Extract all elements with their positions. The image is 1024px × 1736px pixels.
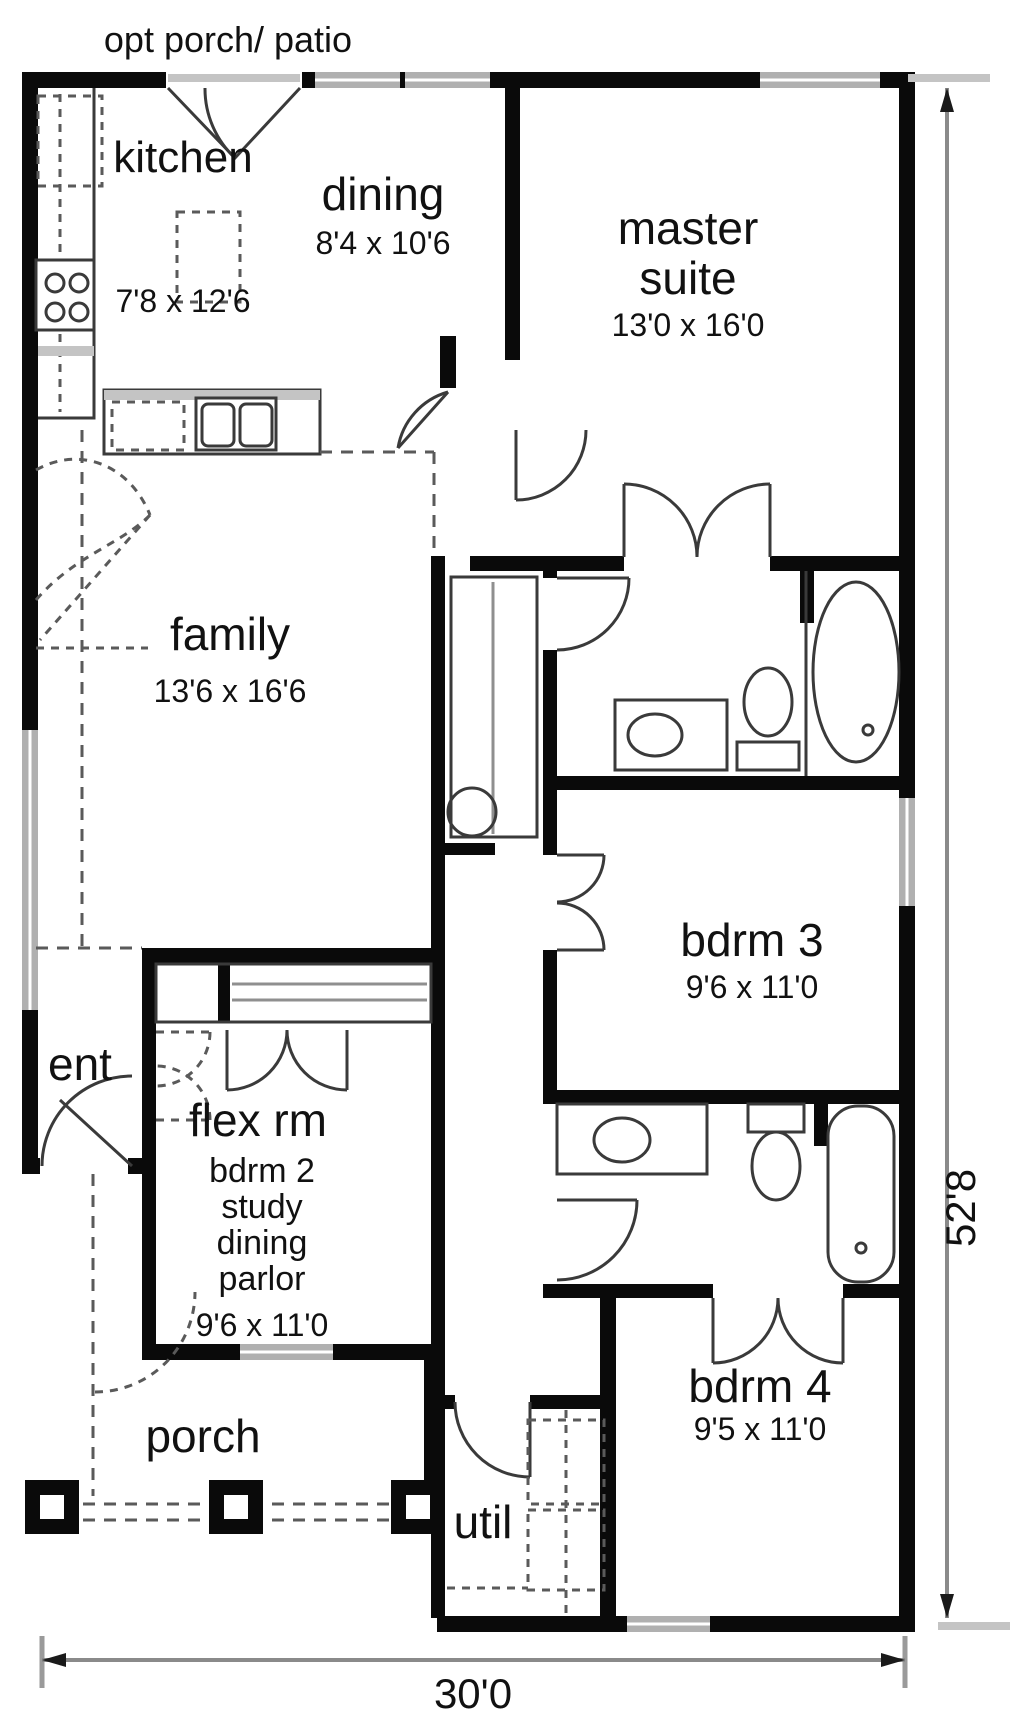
- bdrm3-label: bdrm 3: [680, 914, 823, 966]
- ent-label: ent: [48, 1038, 112, 1090]
- labels: opt porch/ patio kitchen 7'8 x 12'6 dini…: [48, 19, 984, 1717]
- porch-door-threshold: [168, 74, 300, 82]
- water-heater: [446, 786, 498, 838]
- flex-alt-3: dining: [217, 1224, 308, 1262]
- util-fixtures: [447, 1410, 606, 1616]
- flex-alt-2: study: [221, 1188, 302, 1226]
- flex-alt-4: parlor: [219, 1260, 306, 1298]
- dryer: [526, 1508, 606, 1592]
- bath2-toilet: [750, 1130, 802, 1202]
- flex-label: flex rm: [189, 1094, 327, 1146]
- dimension-lines: [39, 74, 1010, 1688]
- dashed-guides: [34, 430, 436, 1496]
- kitchen-sink: [194, 396, 278, 452]
- master-tub: [811, 580, 901, 764]
- width-dimension-label: 30'0: [434, 1670, 512, 1717]
- kitchen-island: [175, 210, 242, 304]
- dining-label: dining: [322, 168, 445, 220]
- util-label: util: [454, 1496, 513, 1548]
- height-dimension-label: 52'8: [937, 1169, 984, 1247]
- bdrm4-dims: 9'5 x 11'0: [694, 1411, 827, 1447]
- flex-dims: 9'6 x 11'0: [196, 1307, 329, 1343]
- kitchen-fixtures: [34, 88, 322, 456]
- master-label-line1: master: [618, 202, 759, 254]
- master-toilet-tank: [735, 740, 801, 772]
- master-toilet: [742, 666, 794, 738]
- closet-fixtures: [154, 575, 539, 1024]
- kitchen-dims: 7'8 x 12'6: [116, 283, 251, 319]
- flex-closet-outline: [154, 962, 433, 1024]
- refrigerator: [36, 94, 104, 188]
- doors: [40, 74, 845, 1479]
- windows: [22, 72, 915, 1632]
- flex-alt-1: bdrm 2: [209, 1152, 315, 1190]
- master-bath-sink: [626, 712, 684, 758]
- bdrm3-dims: 9'6 x 11'0: [686, 969, 819, 1005]
- bath2-fixtures: [555, 1102, 896, 1284]
- family-label: family: [170, 608, 290, 660]
- top-note-label: opt porch/ patio: [104, 19, 352, 60]
- kitchen-label: kitchen: [113, 133, 252, 182]
- master-dims: 13'0 x 16'0: [612, 307, 765, 343]
- room-bdrm4: [616, 1298, 899, 1616]
- walk-in-closet-outline: [449, 575, 539, 839]
- family-dims: 13'6 x 16'6: [154, 673, 307, 709]
- bath2-vanity: [555, 1102, 709, 1176]
- master-bath-vanity: [613, 698, 729, 772]
- master-bath-fixtures: [613, 571, 901, 776]
- dishwasher: [110, 400, 186, 452]
- master-label-line2: suite: [639, 252, 736, 304]
- porch-structure: [25, 1480, 445, 1534]
- bdrm4-label: bdrm 4: [688, 1360, 831, 1412]
- dining-dims: 8'4 x 10'6: [316, 225, 451, 261]
- bath2-sink: [592, 1116, 652, 1164]
- bath2-toilet-tank: [746, 1102, 806, 1134]
- bath2-tub: [826, 1104, 896, 1284]
- porch-label: porch: [145, 1410, 260, 1462]
